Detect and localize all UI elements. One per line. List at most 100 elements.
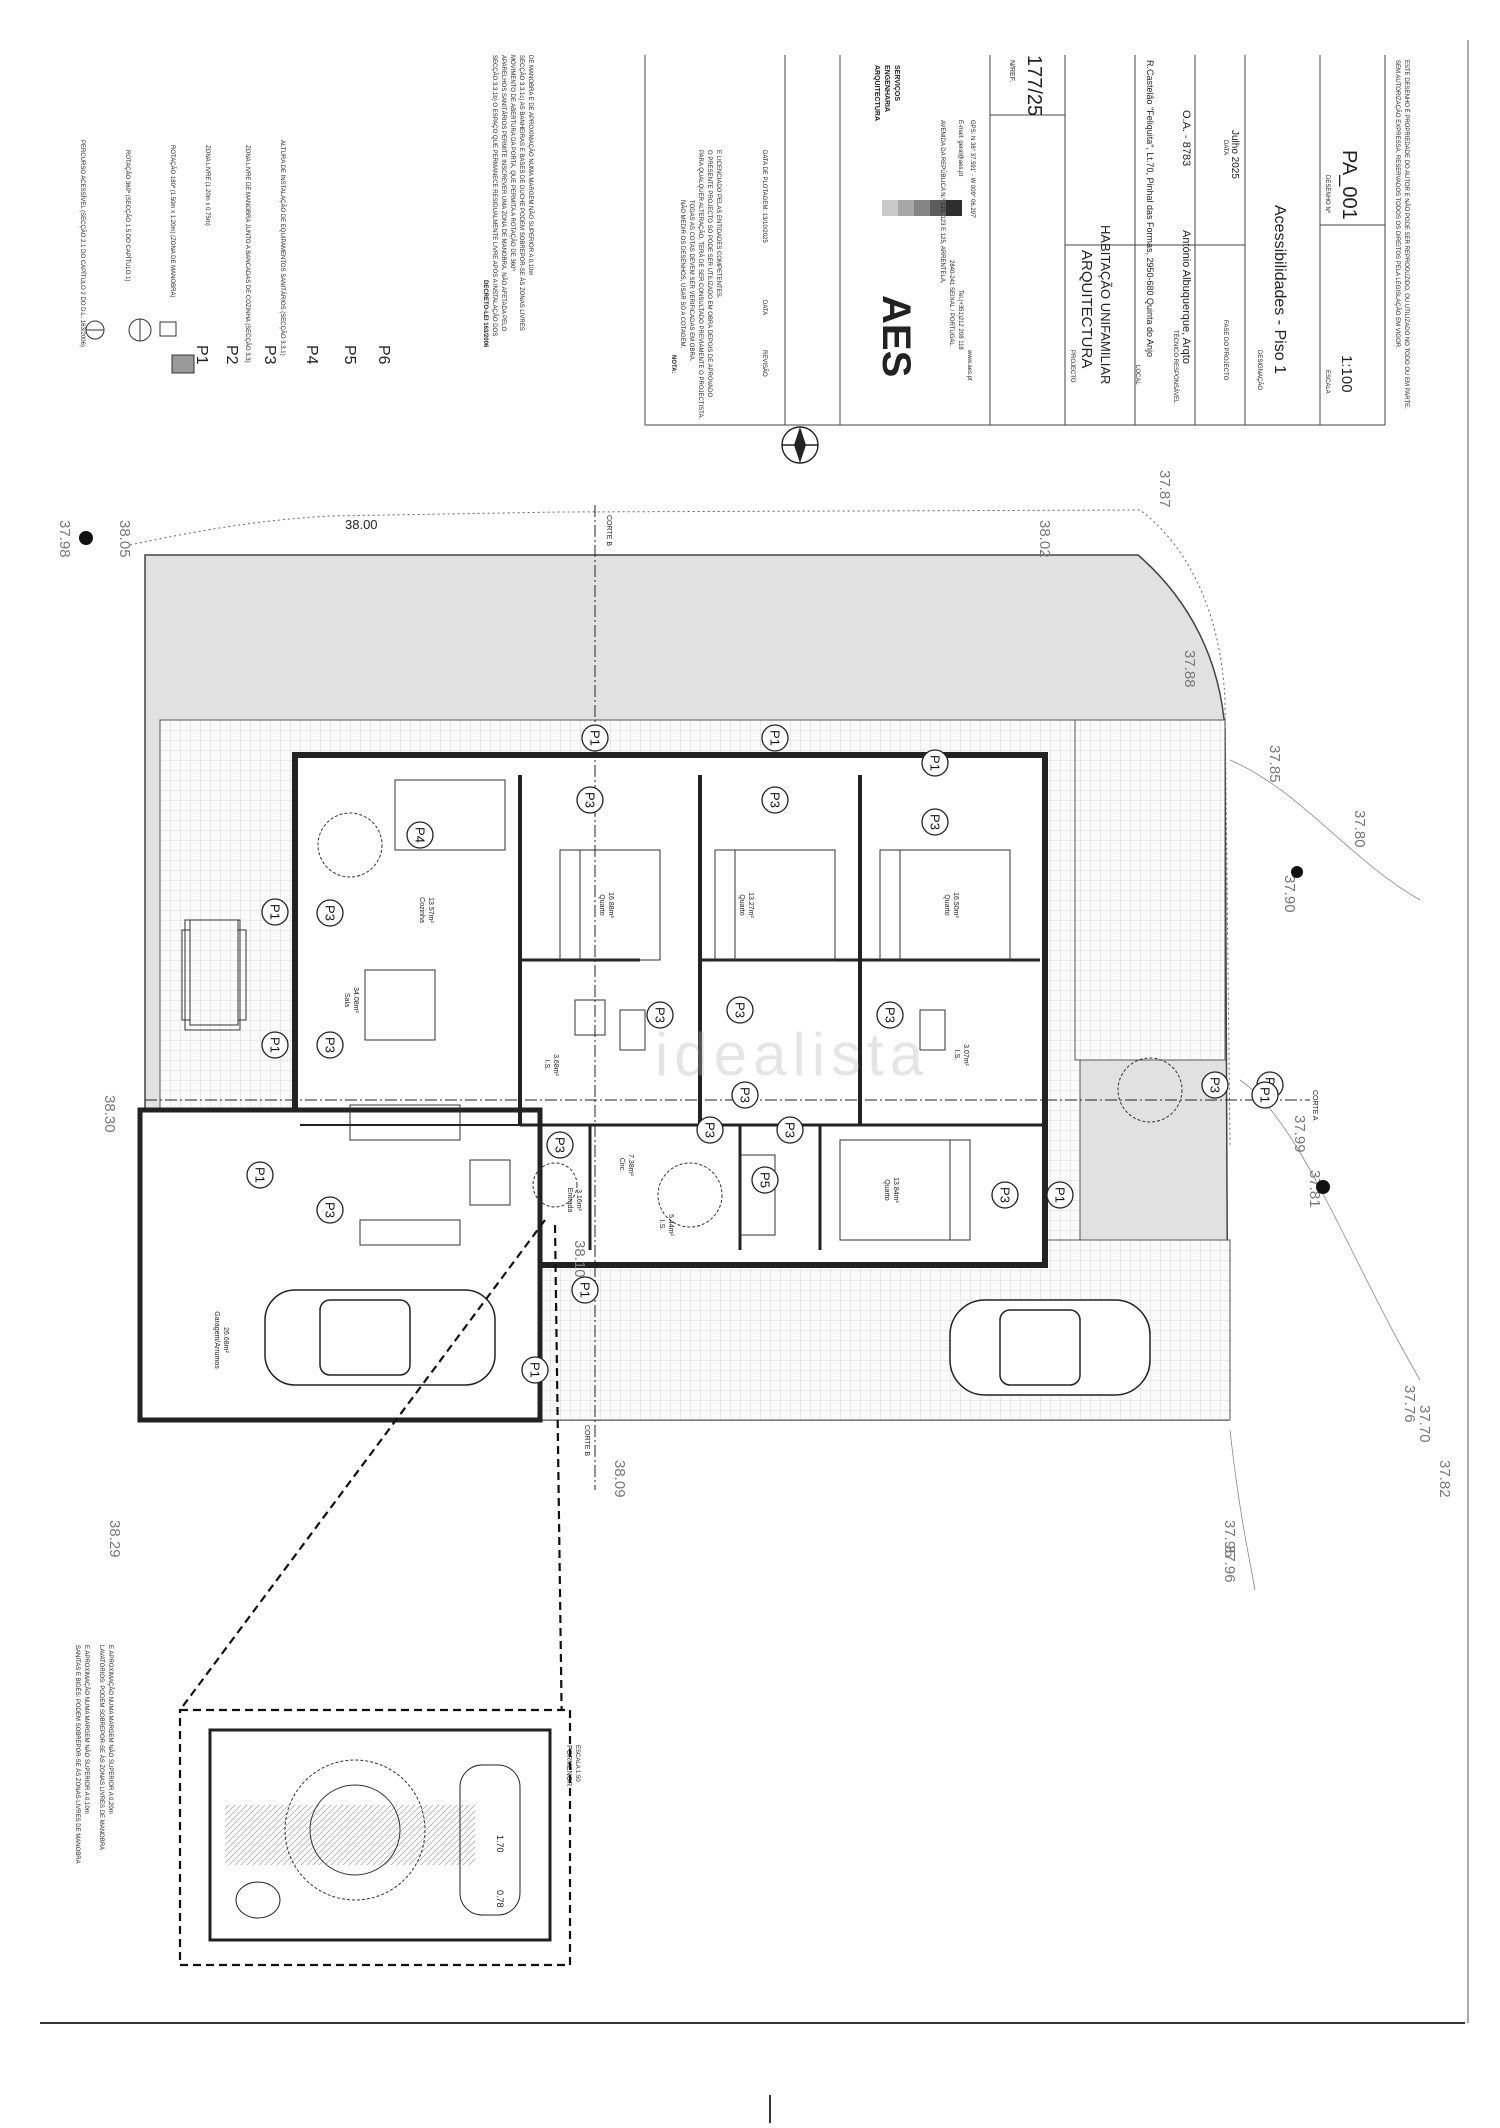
room-label: I.S.3.68m²	[543, 1054, 559, 1076]
svg-text:13.57m²: 13.57m²	[427, 897, 434, 923]
svg-text:P1: P1	[253, 1167, 268, 1183]
marker-p1: P1	[521, 1356, 549, 1384]
company-tagline-2: ENGENHARIA	[883, 65, 890, 113]
detail-box	[178, 1708, 572, 1967]
detail-note-1: SANITAS E BIDÉS: PODEM SOBREPOR-SE ÀS ZO…	[74, 1645, 80, 1864]
nota-line-5: E LICENCIADO PELAS ENTIDADES COMPETENTES…	[715, 150, 721, 299]
svg-text:P1: P1	[928, 755, 943, 771]
svg-text:P1: P1	[768, 730, 783, 746]
marker-p3: P3	[921, 808, 949, 836]
level-label: 38.29	[106, 1520, 123, 1558]
detail-label: PORMENOR	[565, 1745, 572, 1787]
legend-symbol-4	[171, 354, 195, 374]
level-label: 38.30	[101, 1095, 118, 1133]
marker-p3: P3	[576, 786, 604, 814]
svg-text:P3: P3	[323, 1202, 338, 1218]
ref-number: 177/25	[1023, 55, 1045, 117]
legend-text-4: ZONA LIVRE (1.20m x 0.75m)	[204, 145, 210, 226]
turning-circles	[317, 812, 1183, 1228]
svg-text:P3: P3	[323, 905, 338, 921]
marker-p1: P1	[761, 724, 789, 752]
detail-note-1b: E APROXIMAÇÃO NUMA MARGEM NÃO SUPERIOR A…	[83, 1645, 89, 1814]
local-label: LOCAL	[1134, 365, 1140, 385]
legend-symbol-1	[85, 320, 105, 340]
legend-text-3: ROTAÇÃO 180º (1.50m x 1.20m) (ZONA DE MA…	[169, 145, 175, 298]
tecnico-label: TÉCNICO RESPONSÁVEL	[1172, 330, 1178, 404]
outdoor-table	[181, 919, 247, 1026]
svg-text:26.68m²: 26.68m²	[222, 1327, 229, 1353]
svg-text:P1: P1	[1053, 1187, 1068, 1203]
marker-p3: P3	[876, 1001, 904, 1029]
company-address: AVENIDA DA REPÚBLICA N.º 121, 123 E 125,…	[939, 120, 945, 284]
marker-p3: P3	[726, 996, 754, 1024]
side-terrace-tiles	[1074, 719, 1226, 1061]
decree-line-1: SECÇÃO 3.3.1b) O ESPAÇO QUE PERMANECE RE…	[491, 55, 497, 337]
corte-b-top: CORTE B	[605, 515, 612, 546]
svg-text:I.S.: I.S.	[953, 1050, 960, 1061]
svg-text:P3: P3	[738, 1087, 753, 1103]
detail-scale: ESCALA 1:50	[574, 1745, 580, 1782]
svg-text:Entrada: Entrada	[566, 1188, 573, 1213]
decree-line-3: MOVIMENTO DE ABERTURA DA PORTA, QUE PERM…	[509, 55, 515, 271]
room-label: I.S.5.44m²	[658, 1214, 674, 1236]
svg-text:Sala: Sala	[343, 993, 350, 1007]
level-label: 37.81	[1306, 1170, 1323, 1208]
room-label: Circ.7.38m²	[618, 1154, 634, 1176]
legend-symbol-2	[128, 318, 152, 342]
svg-text:34.08m²: 34.08m²	[352, 987, 359, 1013]
projecto-label: PROJECTO	[1069, 350, 1075, 383]
corte-b-bottom: CORTE B	[583, 1425, 590, 1456]
svg-text:P3: P3	[928, 814, 943, 830]
dimension-label: 38.00	[345, 517, 378, 532]
level-label: 37.87	[1156, 470, 1173, 508]
legend-code-2: P2	[223, 345, 240, 365]
marker-p3: P3	[316, 899, 344, 927]
marker-p1: P1	[261, 898, 289, 926]
svg-text:13.84m²: 13.84m²	[892, 1177, 899, 1203]
detail-dim-1: 1.70	[495, 1835, 505, 1853]
svg-text:5.44m²: 5.44m²	[667, 1214, 674, 1236]
marker-p3: P3	[731, 1081, 759, 1109]
svg-text:16.88m²: 16.88m²	[607, 892, 614, 918]
svg-text:P3: P3	[553, 1137, 568, 1153]
legend-text-5: ZONA LIVRE DE MANOBRA JUNTO A BANCADAS D…	[244, 145, 250, 363]
detail-note-2: LAVATÓRIOS: PODEM SOBREPOR-SE ÀS ZONAS L…	[98, 1645, 104, 1851]
level-label: 37.96	[1221, 1545, 1238, 1583]
marker-p1: P1	[921, 749, 949, 777]
data-label: DATA	[1222, 140, 1228, 156]
local: R.Castelão "Feliquita", Lt.70, Pinhal da…	[1145, 60, 1155, 358]
marker-p3: P3	[696, 1116, 724, 1144]
company-city: 2840-241 SEIXAL / PORTUGAL	[948, 260, 954, 346]
svg-text:16.50m²: 16.50m²	[952, 892, 959, 918]
level-label: 37.82	[1436, 1460, 1453, 1498]
legend-code-5: P5	[341, 345, 358, 365]
level-label: 37.85	[1266, 745, 1283, 783]
svg-text:3.07m²: 3.07m²	[962, 1044, 969, 1066]
svg-text:I.S.: I.S.	[658, 1220, 665, 1231]
legend-text-2: ROTAÇÃO 360º (SECÇÃO 1.5 DO CAPÍTULO 1)	[124, 150, 130, 282]
legend-code-1: P1	[193, 345, 210, 365]
legend-text-1: PERCURSO ACESSÍVEL (SECÇÃO 2.1 DO CAPÍTU…	[79, 140, 85, 347]
svg-text:P3: P3	[733, 1002, 748, 1018]
revision-header-1: REVISÃO	[761, 350, 767, 377]
legend-code-4: P4	[303, 345, 320, 365]
company-website: www.aes.pt	[966, 350, 972, 381]
oa-number: O.A. - 8783	[1180, 110, 1192, 167]
aes-logo-swatches	[882, 200, 962, 216]
svg-text:P3: P3	[583, 792, 598, 808]
svg-text:3.68m²: 3.68m²	[552, 1054, 559, 1076]
marker-p3: P3	[1201, 1071, 1229, 1099]
svg-text:P3: P3	[768, 792, 783, 808]
marker-p3: P3	[761, 786, 789, 814]
level-label: 37.95	[1221, 1520, 1238, 1558]
projecto-sub: HABITAÇÃO UNIFAMILIAR	[1098, 225, 1113, 385]
svg-text:P4: P4	[413, 827, 428, 843]
nota-line-2: TODAS AS COTAS DEVEM SER VERIFICADAS EM …	[688, 200, 694, 362]
watermark: idealista	[655, 1021, 930, 1088]
decree-title: DECRETO-LEI 163/2006	[482, 280, 488, 348]
marker-p3: P3	[646, 1001, 674, 1029]
company-email: E-mail: geral@aes.pt	[957, 120, 963, 177]
